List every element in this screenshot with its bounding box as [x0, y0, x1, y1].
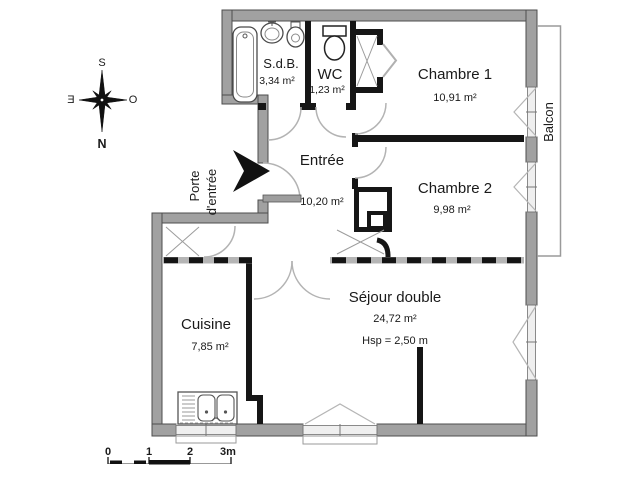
- window-sejour-right: [512, 304, 537, 381]
- entry-door-arc: [262, 162, 301, 201]
- doors: [203, 102, 387, 300]
- wc-area: 1,23 m²: [309, 84, 345, 96]
- wall-sdb-bottom-a: [258, 103, 266, 110]
- cuisine-area: 7,85 m²: [191, 341, 229, 353]
- wall-closet-bottom: [350, 87, 383, 93]
- wall-left: [151, 212, 163, 437]
- compass-south: S: [98, 57, 105, 69]
- wall-bottom-c: [376, 423, 538, 437]
- window-sejour-bottom: [302, 403, 378, 445]
- service-duct: [354, 187, 392, 262]
- wall-corridor-b: [352, 178, 358, 189]
- wall-closet-stub-b: [377, 77, 383, 93]
- wall-closet-top: [350, 29, 383, 35]
- window-cuisine-bottom: [175, 424, 237, 444]
- interior-walls: [246, 21, 524, 424]
- entry-door-label-1: Porte: [187, 170, 202, 201]
- wall-top: [221, 9, 538, 22]
- scale-tick-2: 2: [187, 446, 193, 458]
- closet-entree: [336, 229, 385, 255]
- wall-left-upper: [221, 9, 233, 104]
- wall-sejour-partial: [417, 347, 423, 424]
- sejour-door-arc-right: [291, 260, 331, 300]
- compass-north: N: [97, 137, 106, 151]
- entree-area: 10,20 m²: [300, 196, 344, 208]
- cuisine-closet-door-arc: [203, 225, 236, 258]
- chambre1-name: Chambre 1: [418, 66, 492, 83]
- chambre2-door-arc: [354, 146, 387, 179]
- fixtures: [177, 21, 347, 425]
- cuisine-name: Cuisine: [181, 316, 231, 333]
- wall-bottom-a: [151, 423, 177, 437]
- wall-wc-left: [305, 21, 311, 110]
- sejour-hsp: Hsp = 2,50 m: [362, 335, 428, 347]
- sejour-area: 24,72 m²: [373, 313, 417, 325]
- scale-tick-1: 1: [146, 446, 152, 458]
- window-chambre2: [513, 161, 537, 213]
- wall-wc-right: [350, 21, 356, 103]
- wall-cuisine-foot-a: [246, 395, 263, 401]
- closet-cuisine-corner: [165, 226, 200, 257]
- sdb-area: 3,34 m²: [259, 75, 295, 87]
- wall-closet-stub-a: [377, 29, 383, 45]
- washbasin: [260, 21, 284, 44]
- closets: [165, 35, 398, 257]
- wall-sdb-bottom-c: [346, 103, 356, 110]
- window-chambre1: [513, 86, 537, 138]
- compass-rose: S N E O: [67, 57, 137, 151]
- sdb-door-arc: [267, 106, 302, 141]
- sejour-name: Séjour double: [349, 289, 442, 306]
- wall-right-a: [525, 9, 538, 88]
- balcony: [537, 25, 562, 257]
- kitchen-sink: [177, 391, 238, 425]
- bifold-door: [382, 43, 398, 78]
- balcony-railing: [537, 25, 562, 257]
- dashed-wall: [162, 257, 524, 264]
- wall-chambre-divider: [352, 135, 524, 142]
- exterior-walls: [151, 9, 538, 437]
- wall-right-b: [525, 211, 538, 306]
- wall-right-pier: [525, 136, 538, 163]
- entry-arrow-icon: [233, 150, 270, 192]
- chambre2-area: 9,98 m²: [433, 204, 471, 216]
- closet-chambre1: [356, 35, 398, 87]
- bidet: [286, 21, 305, 48]
- scale-tick-0: 0: [105, 446, 111, 458]
- chambre1-door-arc: [354, 102, 387, 135]
- sdb-name: S.d.B.: [263, 56, 298, 71]
- chambre2-name: Chambre 2: [418, 180, 492, 197]
- sejour-door-arc-left: [253, 260, 293, 300]
- balcon-label: Balcon: [541, 102, 556, 142]
- scale-bar: 0 1 2 3m: [105, 446, 236, 465]
- wall-bottom-b: [235, 423, 304, 437]
- wc-name: WC: [318, 66, 343, 83]
- room-labels: S.d.B. 3,34 m² WC 1,23 m² Chambre 1 10,9…: [181, 56, 556, 353]
- entry-door-leaf: [262, 194, 302, 203]
- chambre1-area: 10,91 m²: [433, 92, 477, 104]
- bathtub: [232, 26, 258, 103]
- scale-tick-3: 3m: [220, 446, 236, 458]
- wall-cuisine-right: [246, 263, 252, 398]
- wall-cuisine-foot-b: [257, 395, 263, 424]
- wall-right-c: [525, 379, 538, 437]
- compass-east: E: [67, 94, 74, 106]
- toilet: [322, 25, 347, 61]
- windows: [175, 86, 537, 445]
- compass-west: O: [129, 94, 138, 106]
- entry-door-label-2: d'entrée: [204, 169, 219, 216]
- entree-name: Entrée: [300, 152, 344, 169]
- wc-door-arc: [315, 106, 347, 138]
